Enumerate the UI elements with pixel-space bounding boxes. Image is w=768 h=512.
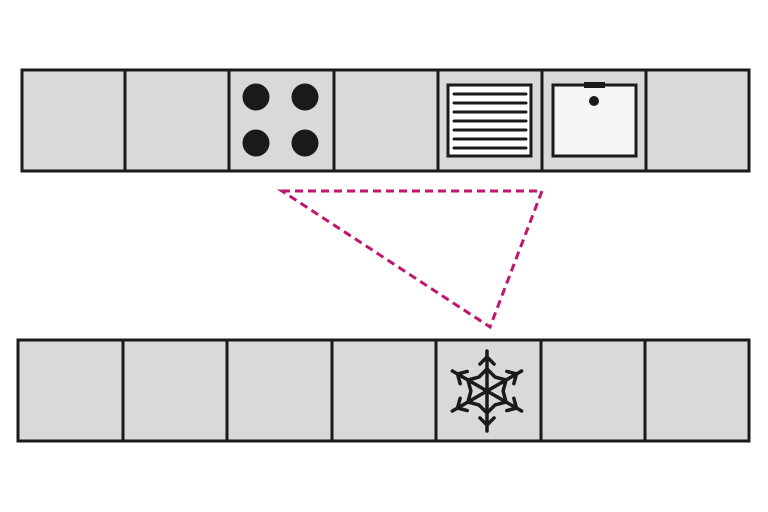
snowflake-branch [455, 372, 462, 386]
cell-cabinet [123, 68, 231, 173]
work-triangle [276, 189, 545, 330]
snowflake-branch [493, 375, 508, 382]
snowflake-branch [466, 375, 481, 382]
snowflake-branch [505, 369, 519, 376]
cell-cabinet [643, 338, 751, 443]
burner [242, 129, 270, 157]
cell-cabinet [644, 68, 751, 173]
drain [589, 96, 599, 106]
sink-icon [551, 82, 638, 158]
snowflake-branch [478, 355, 489, 366]
cell-cabinet [20, 68, 127, 173]
snowflake-branch [466, 378, 473, 393]
snowflake-branch [485, 416, 496, 427]
burner [291, 83, 319, 111]
snowflake-branch [485, 367, 497, 379]
snowflake-branch [477, 367, 489, 379]
cell-cabinet [16, 338, 125, 443]
top-counter-row [20, 68, 751, 173]
snowflake-branch [501, 378, 508, 393]
cell-cabinet [330, 338, 438, 443]
cell-cabinet [539, 338, 647, 443]
cell-stove [227, 68, 336, 173]
burner [242, 83, 270, 111]
snowflake-branch [455, 406, 469, 413]
faucet [584, 82, 605, 88]
sink-basin [551, 83, 638, 158]
snowflake-branch [466, 389, 473, 404]
snowflake-branch [493, 400, 508, 407]
snowflake-branch [512, 396, 519, 410]
snowflake-branch [485, 403, 497, 415]
cell-cabinet [121, 338, 229, 443]
snowflake-branch [466, 400, 481, 407]
cell-cabinet [225, 338, 334, 443]
snowflake-branch [477, 403, 489, 415]
stove-burners-icon [242, 83, 319, 157]
bottom-counter-row [16, 338, 751, 443]
burner [291, 129, 319, 157]
snowflake-icon [450, 349, 524, 433]
snowflake-branch [501, 389, 508, 404]
dish-drainer-icon [446, 83, 533, 158]
cell-cabinet [332, 68, 440, 173]
